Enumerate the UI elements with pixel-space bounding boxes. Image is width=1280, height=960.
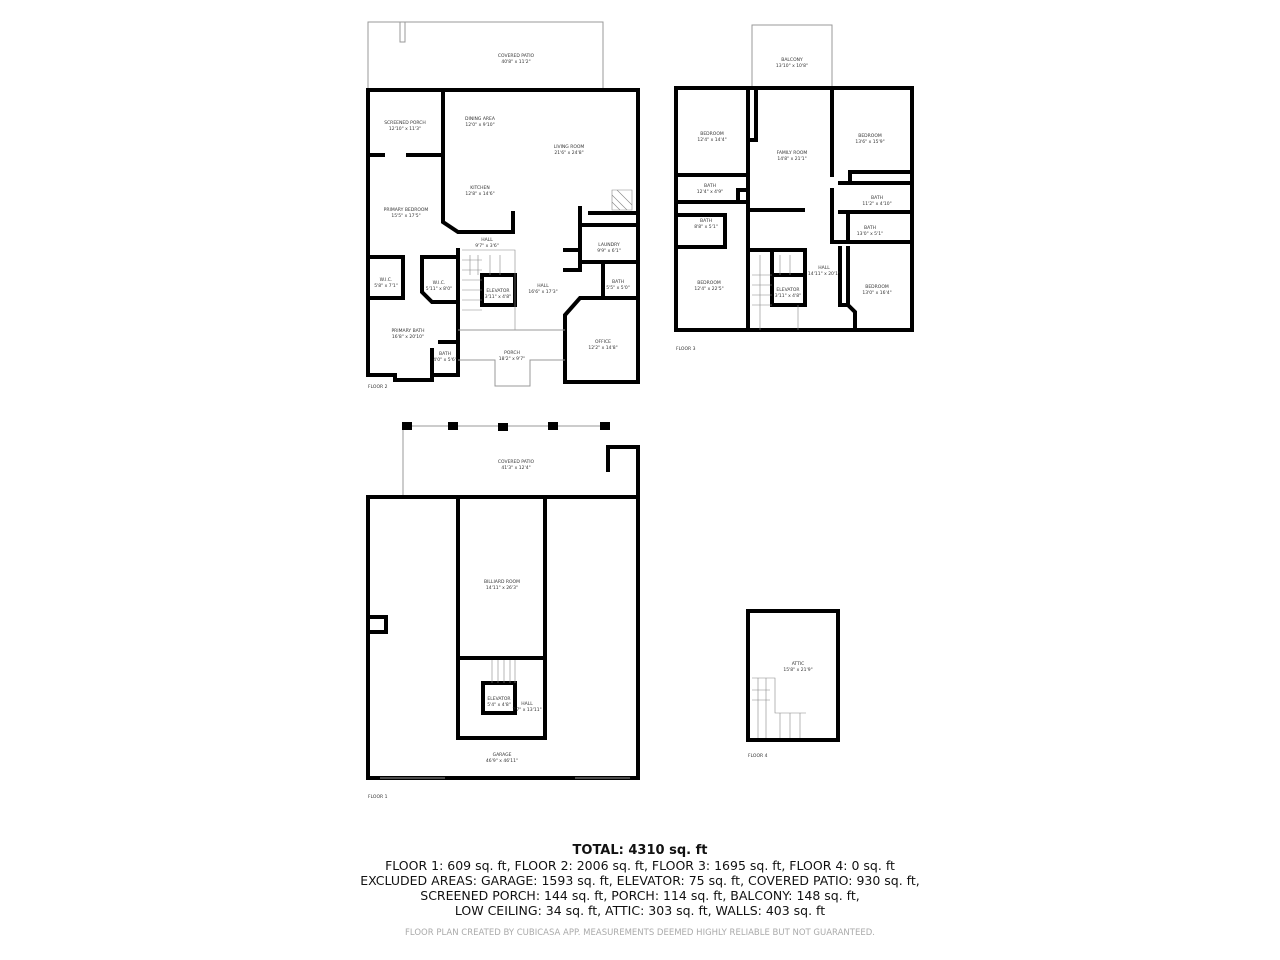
room-name: BEDROOM <box>700 131 724 137</box>
room-name: ATTIC <box>792 661 805 667</box>
room-name: HALL <box>537 283 549 289</box>
room-name: HALL <box>481 237 493 243</box>
room-dimensions: 5'5" x 5'0" <box>606 285 630 291</box>
excluded-areas-3: LOW CEILING: 34 sq. ft, ATTIC: 303 sq. f… <box>454 903 826 918</box>
room-dimensions: 3'11" x 4'8" <box>775 293 801 299</box>
room-dimensions: 12'8" x 14'6" <box>465 191 494 197</box>
room-dimensions: 40'8" x 11'2" <box>501 59 530 65</box>
room-dimensions: 18'2" x 9'7" <box>499 356 525 362</box>
room-name: BEDROOM <box>865 284 889 290</box>
room-dimensions: 7'7" x 13'11" <box>512 707 541 713</box>
room-dimensions: 12'0" x 9'10" <box>465 122 494 128</box>
floor-4-plan <box>746 609 840 742</box>
room-dimensions: 15'5" x 17'5" <box>391 213 420 219</box>
room-dimensions: 12'4" x 4'9" <box>697 189 723 195</box>
room-dimensions: 16'8" x 20'10" <box>392 334 424 340</box>
room-dimensions: 11'2" x 4'10" <box>862 201 891 207</box>
room-name: PRIMARY BEDROOM <box>384 207 429 213</box>
room-dimensions: 14'11" x 20'1" <box>808 271 840 277</box>
floor-label: FLOOR 1 <box>368 794 388 800</box>
floor-label: FLOOR 4 <box>748 753 768 759</box>
room-dimensions: 5'4" x 4'8" <box>487 702 511 708</box>
room-name: BATH <box>871 195 883 201</box>
room-name: LAUNDRY <box>598 242 620 248</box>
room-name: COVERED PATIO <box>498 53 535 59</box>
total-area: TOTAL: 4310 sq. ft <box>572 843 708 858</box>
room-dimensions: 21'6" x 24'8" <box>554 150 583 156</box>
room-name: BATH <box>700 218 712 224</box>
floor-areas: FLOOR 1: 609 sq. ft, FLOOR 2: 2006 sq. f… <box>385 858 895 873</box>
room-name: LIVING ROOM <box>554 144 585 150</box>
disclaimer: FLOOR PLAN CREATED BY CUBICASA APP. MEAS… <box>405 928 875 938</box>
floor-label: FLOOR 2 <box>368 384 388 390</box>
room-name: BATH <box>864 225 876 231</box>
floor-3-plan <box>674 24 914 332</box>
room-name: GARAGE <box>493 752 512 758</box>
room-name: KITCHEN <box>470 185 490 191</box>
room-name: HALL <box>818 265 830 271</box>
room-dimensions: 14'11" x 26'3" <box>486 585 518 591</box>
room-name: W.I.C. <box>433 280 446 286</box>
floor-1-plan <box>366 422 640 780</box>
room-name: PORCH <box>504 350 520 356</box>
room-dimensions: 13'0" x 5'1" <box>857 231 883 237</box>
room-name: W.I.C. <box>380 277 393 283</box>
room-dimensions: 5'8" x 7'1" <box>374 283 398 289</box>
room-name: FAMILY ROOM <box>777 150 808 156</box>
room-dimensions: 12'4" x 14'4" <box>697 137 726 143</box>
room-name: HALL <box>521 701 533 707</box>
room-dimensions: 12'10" x 11'3" <box>389 126 421 132</box>
room-dimensions: 13'6" x 15'9" <box>855 139 884 145</box>
room-name: BATH <box>704 183 716 189</box>
room-name: ELEVATOR <box>487 696 510 702</box>
excluded-areas-2: SCREENED PORCH: 144 sq. ft, PORCH: 114 s… <box>420 888 860 903</box>
room-dimensions: 9'9" x 6'1" <box>597 248 621 254</box>
room-dimensions: 41'3" x 12'4" <box>501 465 530 471</box>
room-name: PRIMARY BATH <box>391 328 424 334</box>
room-name: BATH <box>612 279 624 285</box>
room-dimensions: 14'8" x 21'1" <box>777 156 806 162</box>
room-dimensions: 3'11" x 4'8" <box>485 294 511 300</box>
excluded-areas: EXCLUDED AREAS: GARAGE: 1593 sq. ft, ELE… <box>360 873 920 888</box>
room-name: SCREENED PORCH <box>384 120 426 126</box>
room-dimensions: 9'7" x 3'6" <box>475 243 499 249</box>
room-name: ELEVATOR <box>776 287 799 293</box>
room-dimensions: 8'8" x 5'1" <box>694 224 718 230</box>
room-dimensions: 13'10" x 10'8" <box>776 63 808 69</box>
room-dimensions: 15'8" x 21'9" <box>783 667 812 673</box>
room-name: BEDROOM <box>697 280 721 286</box>
room-name: OFFICE <box>595 339 611 345</box>
room-name: COVERED PATIO <box>498 459 535 465</box>
room-name: BALCONY <box>781 57 803 63</box>
room-name: BATH <box>439 351 451 357</box>
room-name: BEDROOM <box>858 133 882 139</box>
room-dimensions: 5'11" x 8'0" <box>426 286 452 292</box>
room-dimensions: 4'0" x 5'6" <box>433 357 457 363</box>
room-name: BILLIARD ROOM <box>484 579 520 585</box>
room-dimensions: 12'2" x 14'8" <box>588 345 617 351</box>
floor-2-plan <box>366 21 640 387</box>
room-dimensions: 12'4" x 22'5" <box>694 286 723 292</box>
room-name: DINING AREA <box>465 116 496 122</box>
room-dimensions: 46'9" x 46'11" <box>486 758 518 764</box>
floor-label: FLOOR 3 <box>676 346 696 352</box>
room-dimensions: 16'6" x 17'3" <box>528 289 557 295</box>
room-dimensions: 13'0" x 16'4" <box>862 290 891 296</box>
room-name: ELEVATOR <box>486 288 509 294</box>
area-summary: TOTAL: 4310 sq. ft FLOOR 1: 609 sq. ft, … <box>0 843 1280 918</box>
